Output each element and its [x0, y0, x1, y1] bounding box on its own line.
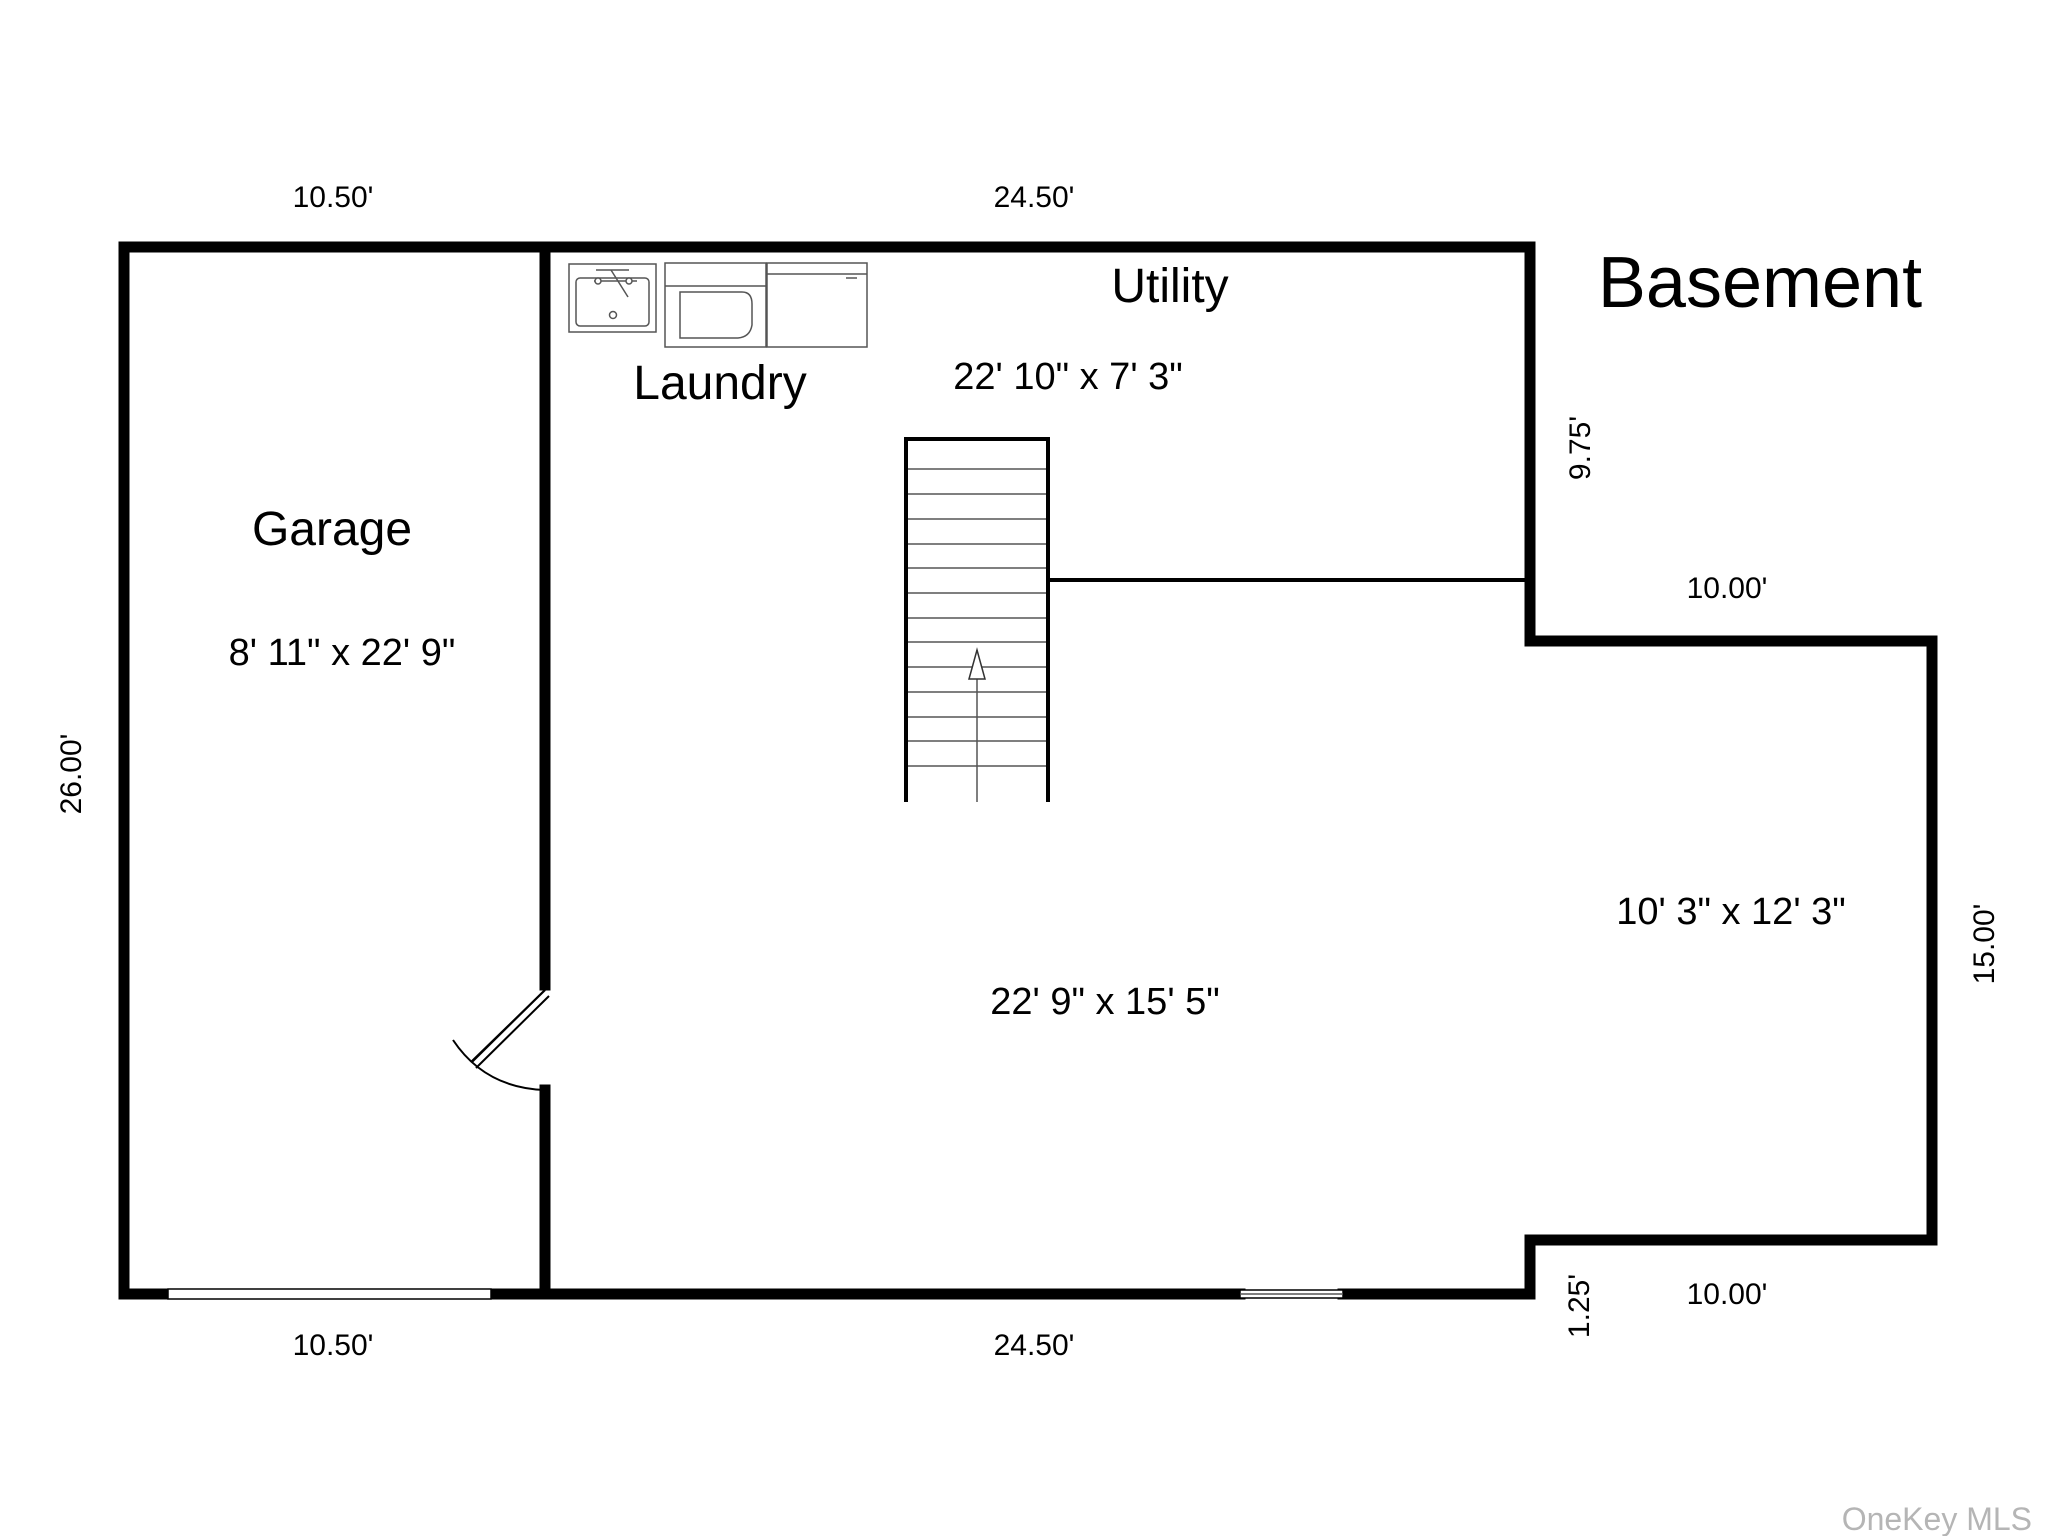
dimension-bottom-left: 10.50' [293, 1329, 374, 1362]
dimension-east-top: 10.00' [1687, 572, 1768, 605]
watermark: OneKey MLS [1842, 1501, 2032, 1536]
dimension-right-upper: 9.75' [1564, 416, 1597, 480]
floor-title: Basement [1598, 243, 1922, 323]
room-size-utility: 22' 10" x 7' 3" [953, 356, 1183, 398]
staircase-icon [904, 437, 1050, 802]
room-size-garage: 8' 11" x 22' 9" [229, 632, 456, 674]
room-size-main: 22' 9" x 15' 5" [990, 981, 1220, 1023]
room-name-garage: Garage [252, 503, 412, 556]
dimension-east-right: 15.00' [1968, 904, 2001, 985]
dimension-right-lower: 1.25' [1563, 1274, 1596, 1338]
room-name-utility: Utility [1111, 260, 1228, 313]
door-swing-icon [452, 989, 550, 1091]
garage-door-icon [167, 1288, 492, 1300]
dryer-icon [766, 262, 868, 348]
sink-icon [568, 263, 657, 333]
dimension-left: 26.00' [55, 734, 88, 815]
room-name-laundry: Laundry [633, 357, 806, 410]
washer-icon [664, 262, 767, 348]
dimension-top-center: 24.50' [994, 181, 1075, 214]
room-size-east: 10' 3" x 12' 3" [1616, 891, 1846, 933]
dimension-bottom-center: 24.50' [994, 1329, 1075, 1362]
exterior-walls [118, 241, 1938, 1300]
dimension-east-bottom: 10.00' [1687, 1278, 1768, 1311]
sliding-door-icon [1239, 1289, 1344, 1299]
dimension-top-left: 10.50' [293, 181, 374, 214]
